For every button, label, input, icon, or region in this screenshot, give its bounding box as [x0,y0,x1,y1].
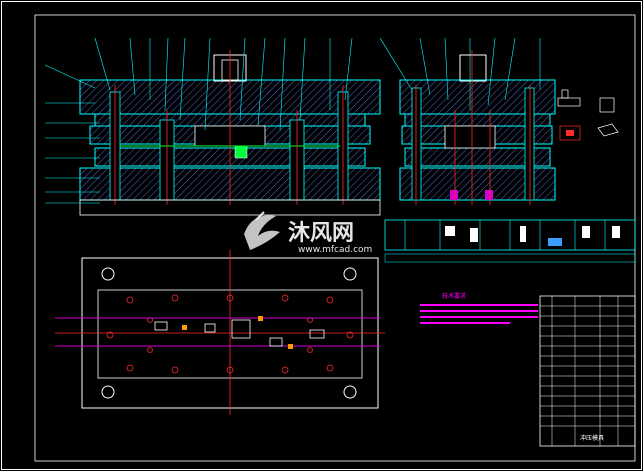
technical-notes: 技术要求 [420,292,538,324]
detail-views [557,89,619,141]
watermark-logo-icon [244,211,280,250]
front-section-view [79,50,381,216]
side-section-view [399,50,556,205]
watermark-url: www.mfcad.com [298,245,372,255]
strip-layout [384,219,636,263]
leader-lines-left [44,64,100,204]
plan-view [55,250,385,415]
notes-title: 技术要求 [442,292,466,300]
watermark-brand: 沐风网 [288,221,354,246]
watermark: 沐风网 www.mfcad.com [244,211,372,255]
title-block-caption: 冲压模具 [580,434,604,442]
title-block: 冲压模具 [539,295,636,447]
